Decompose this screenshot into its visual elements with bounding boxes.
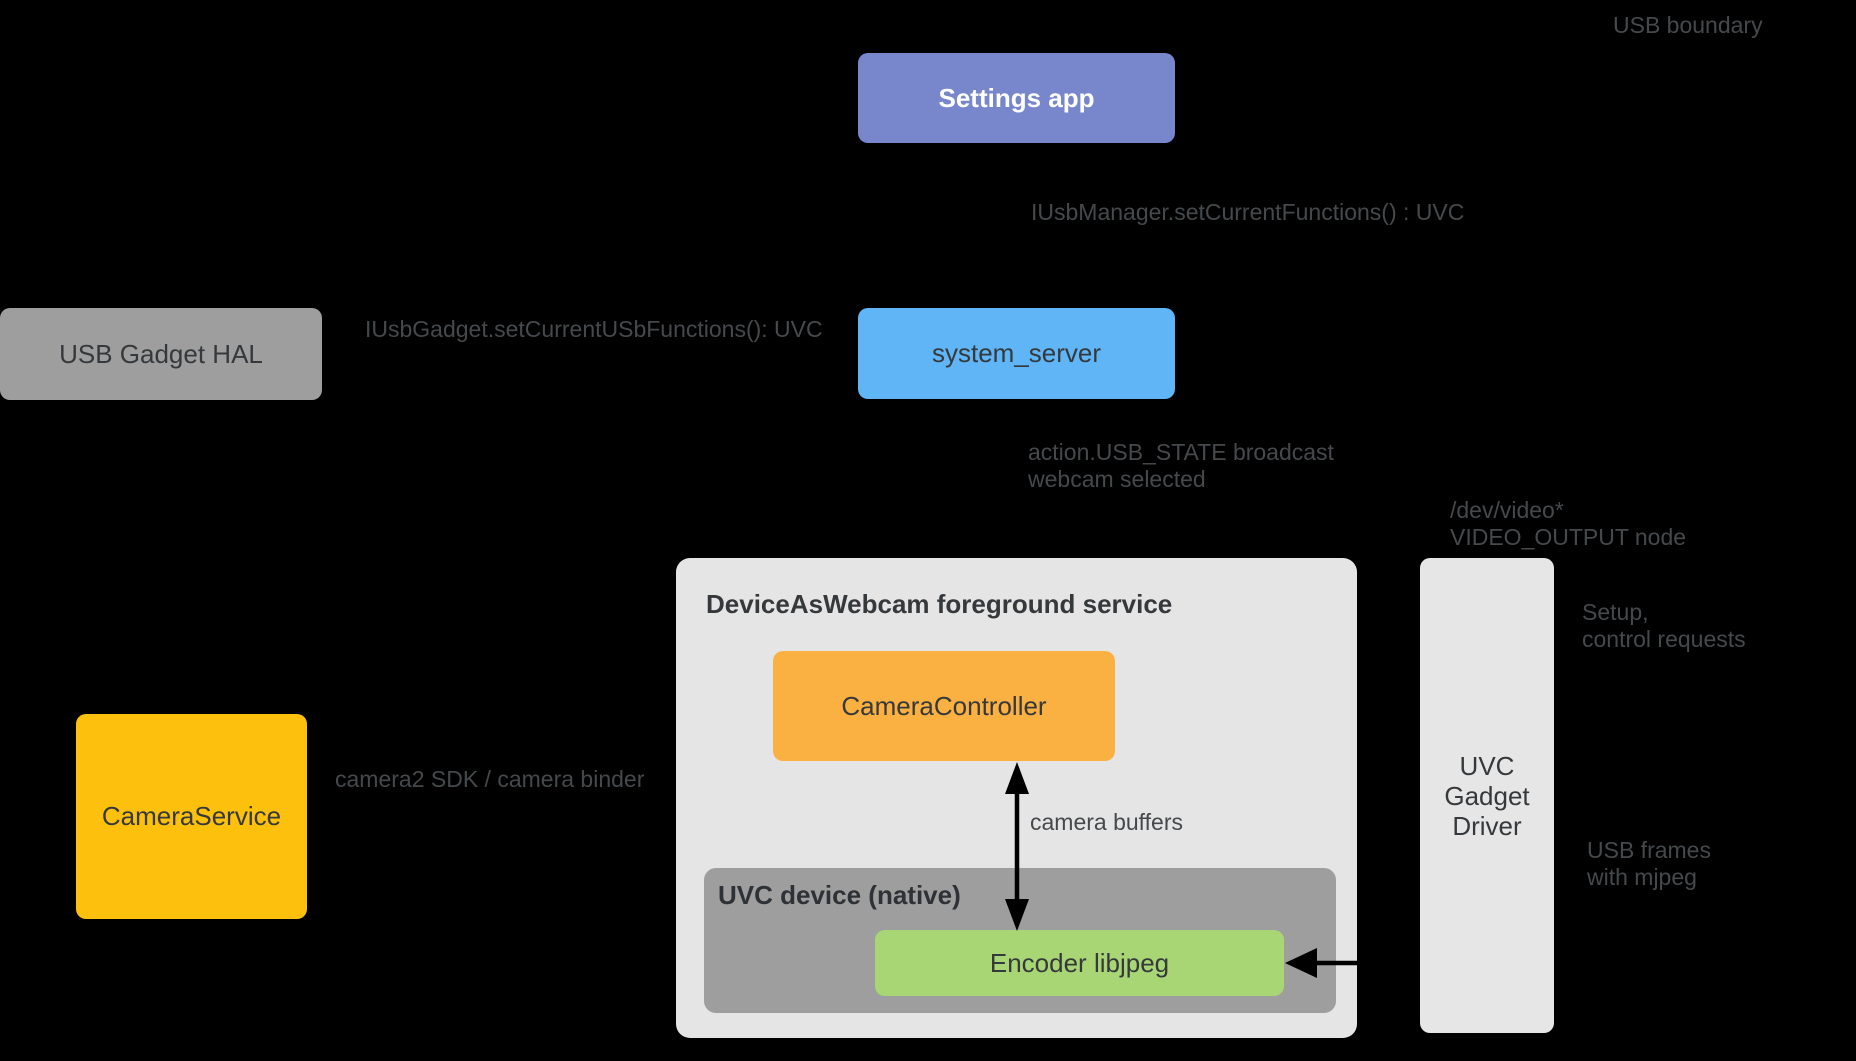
system-server-to-hal-arrow — [325, 341, 854, 367]
camera-controller-node: CameraController — [773, 651, 1115, 761]
system-server-to-daw-arrow — [1006, 402, 1028, 556]
encoder-libjpeg-node: Encoder libjpeg — [875, 930, 1284, 996]
settings-to-system-server-arrow — [1006, 146, 1028, 306]
iusbmanager-call-label: IUsbManager.setCurrentFunctions() : UVC — [1031, 199, 1465, 225]
camera-service-node: CameraService — [76, 714, 307, 919]
usb-boundary-label: USB boundary — [1613, 12, 1763, 38]
usb-state-broadcast-label: action.USB_STATE broadcast webcam select… — [1028, 439, 1334, 492]
arrowhead-left-icon — [325, 341, 353, 367]
usb-gadget-hal-label: USB Gadget HAL — [59, 338, 263, 369]
usb-frames-label: USB frames with mjpeg — [1587, 837, 1711, 890]
uvc-gadget-driver-line3: Driver — [1452, 810, 1522, 841]
camera2-sdk-label: camera2 SDK / camera binder — [335, 766, 645, 792]
arrowhead-down-icon — [1006, 530, 1028, 556]
settings-app-node: Settings app — [858, 53, 1175, 143]
uvc-gadget-driver-line2: Gadget — [1444, 780, 1530, 811]
camera-buffers-label: camera buffers — [1030, 809, 1183, 835]
system-server-label: system_server — [931, 338, 1102, 368]
uvc-device-native-title: UVC device (native) — [718, 880, 961, 910]
dev-video-node-label: /dev/video* VIDEO_OUTPUT node — [1450, 497, 1687, 550]
camera-service-label: CameraService — [101, 801, 282, 831]
arrowhead-down-icon — [1006, 280, 1028, 306]
uvc-gadget-driver-line1: UVC — [1459, 750, 1515, 781]
device-as-webcam-title: DeviceAsWebcam foreground service — [706, 589, 1173, 619]
system-server-node: system_server — [858, 308, 1175, 399]
setup-control-requests-label: Setup, control requests — [1582, 599, 1746, 652]
camera-controller-label: CameraController — [841, 690, 1047, 721]
usb-gadget-hal-node: USB Gadget HAL — [0, 308, 322, 400]
iusbgadget-call-label: IUsbGadget.setCurrentUSbFunctions(): UVC — [365, 316, 823, 342]
encoder-libjpeg-label: Encoder libjpeg — [989, 947, 1170, 978]
uvc-gadget-driver-node: UVC Gadget Driver — [1420, 558, 1554, 1033]
settings-app-label: Settings app — [938, 82, 1095, 113]
